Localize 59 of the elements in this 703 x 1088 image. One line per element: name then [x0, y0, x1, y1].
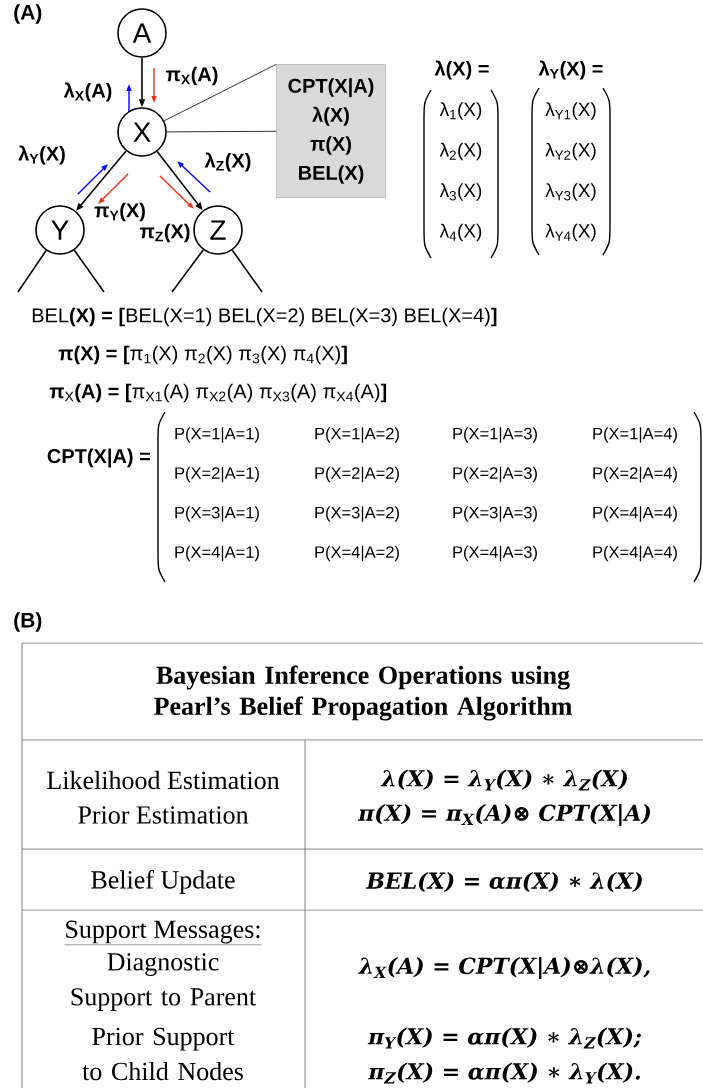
row-label: Diagnostic Support to Parent: [71, 953, 256, 1011]
branch-line: [17, 249, 47, 293]
matrix-entry: P(X=1|A=3): [453, 427, 537, 443]
matrix-entry: P(X=1|A=1): [175, 427, 259, 443]
vector-entry: λ$_{1}$(X): [439, 102, 482, 120]
arrow: [76, 150, 127, 211]
vector-entry: λ$_{3}$(X): [439, 183, 482, 201]
branch-line: [171, 249, 204, 293]
matrix-entry: P(X=1|A=4): [593, 427, 677, 443]
vector-entry: λ$_{2}$(X): [439, 142, 482, 161]
formula: λ$_{X}$(A) = CPT(X|A)⊗λ(X),: [358, 957, 650, 979]
table-heading: Bayesian Inference Operations using Pearl’s Belief Propagation Algorithm: [154, 665, 572, 721]
vector-entry: λ$_{Y3}$(X): [545, 183, 596, 201]
vector-entry: λ$_{4}$(X): [439, 223, 482, 242]
vector-entry: λ$_{Y2}$(X): [545, 142, 596, 161]
formula: π(X) = π$_{X}$(A)⊗ CPT(X|A): [357, 804, 650, 826]
matrix-entry: P(X=2|A=1): [175, 466, 259, 483]
formula: BEL(X) = απ(X) ∗ λ(X): [365, 871, 642, 893]
matrix-entry: P(X=4|A=4): [593, 545, 677, 562]
message-label: π$_{Y}$(X): [94, 202, 145, 222]
matrix-entry: P(X=2|A=2): [315, 466, 399, 483]
equation: π$_{X}$(A) = [π$_{X1}$(A) π$_{X2}$(A) π$_{X3}$(A) π$_{X4}$(A)]: [49, 383, 387, 403]
matrix-entry: P(X=4|A=1): [175, 545, 259, 562]
branch-line: [73, 249, 105, 293]
vector-heading: λ$_{Y}$(X) =: [538, 60, 603, 80]
leader-line: [166, 130, 277, 133]
info-box: CPT(X|A) λ(X) π(X) BEL(X): [276, 64, 386, 198]
formula: π$_{Y}$(X) = απ(X) ∗ λ$_{Z}$(X);: [367, 1027, 641, 1049]
leader-line: [163, 63, 277, 122]
panel-label: (B): [14, 612, 42, 632]
row-label: Prior Support to Child Nodes: [82, 1027, 243, 1081]
panel-label: (A): [14, 4, 42, 24]
row-label: Prior Estimation: [78, 806, 249, 824]
vector-entry: λ$_{Y4}$(X): [545, 223, 596, 242]
message-label: π$_{Z}$(X): [139, 223, 190, 243]
matrix-entry: P(X=3|A=1): [175, 506, 259, 522]
matrix-entry: P(X=1|A=2): [315, 427, 399, 443]
row-label: Belief Update: [91, 870, 235, 894]
message-label: λ$_{X}$(A): [63, 82, 112, 102]
vector-entry: λ$_{Y1}$(X): [545, 102, 596, 120]
branch-line: [231, 249, 263, 293]
row-heading: Support Messages:: [64, 920, 262, 946]
matrix-entry: P(X=2|A=4): [593, 466, 677, 483]
vector-heading: λ(X) =: [434, 60, 489, 80]
formula: π$_{Z}$(X) = απ(X) ∗ λ$_{Y}$(X).: [367, 1062, 640, 1084]
equation: π(X) = [π$_{1}$(X) π$_{2}$(X) π$_{3}$(X) π$_{4}$(X)]: [58, 345, 347, 365]
row-label: Likelihood Estimation: [47, 770, 280, 790]
matrix-entry: P(X=2|A=3): [453, 466, 537, 483]
matrix-entry: P(X=4|A=4): [593, 506, 677, 522]
matrix-entry: P(X=4|A=3): [453, 545, 537, 562]
matrix-entry: P(X=3|A=2): [315, 506, 399, 522]
formula: λ(X) = λ$_{Y}$(X) ∗ λ$_{Z}$(X): [380, 769, 627, 791]
message-label: π$_{X}$(A): [165, 66, 218, 86]
matrix-heading: CPT(X|A) =: [47, 448, 150, 468]
message-label: λ$_{Y}$(X): [18, 145, 65, 165]
matrix-entry: P(X=3|A=3): [453, 506, 537, 522]
equation: BEL(X) = [BEL(X=1) BEL(X=2) BEL(X=3) BEL(X=4)]: [32, 307, 497, 327]
matrix-entry: P(X=4|A=2): [315, 545, 399, 562]
message-label: λ$_{Z}$(X): [204, 152, 251, 172]
